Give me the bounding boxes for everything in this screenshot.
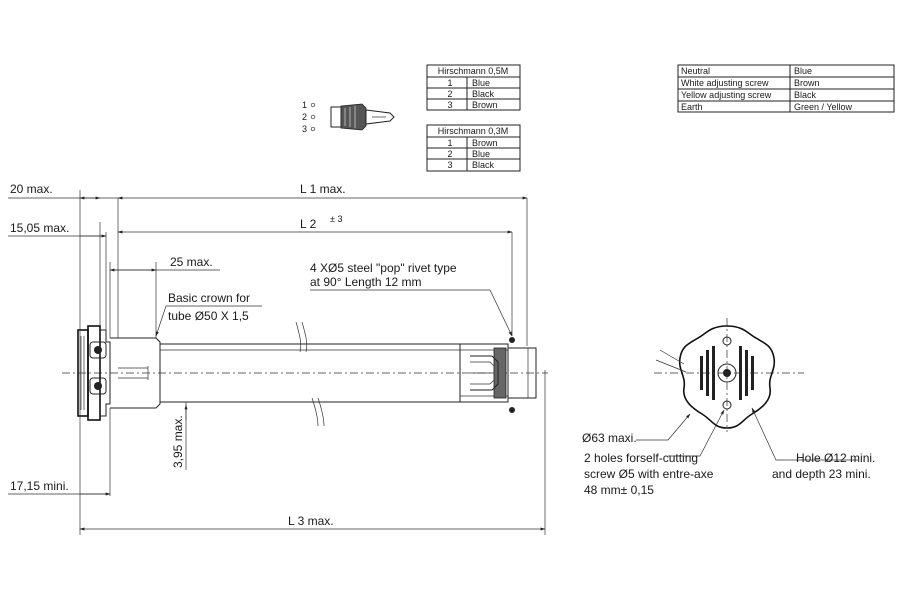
note-holes-line3: 48 mm± 0,15 [584, 483, 654, 497]
table-cell: Green / Yellow [794, 102, 853, 112]
dim-25-max: 25 max. [170, 255, 213, 269]
dim-17-15-mini: 17,15 mini. [10, 479, 69, 493]
table-cell: Yellow adjusting screw [681, 90, 772, 100]
table-cell: 2 [447, 149, 452, 159]
note-hole12-line2: and depth 23 mini. [772, 467, 871, 481]
end-view-ribs [700, 346, 754, 400]
screw-hole-top [722, 336, 732, 346]
table-cell: Black [472, 160, 495, 170]
table-cell: 1 [447, 78, 452, 88]
table-cell: Black [472, 89, 495, 99]
note-holes-line2: screw Ø5 with entre-axe [584, 467, 714, 481]
table-cell: Black [794, 90, 817, 100]
dim-20-max: 20 max. [10, 182, 53, 196]
table-cell: 3 [447, 160, 452, 170]
table-cell: Brown [472, 138, 498, 148]
motor-end-view [636, 318, 858, 461]
table-cell: White adjusting screw [681, 78, 769, 88]
dim-l3: L 3 max. [288, 514, 334, 528]
table-cell: Earth [681, 102, 703, 112]
note-crown-line1: Basic crown for [168, 291, 250, 305]
dimension-lines [8, 190, 546, 535]
dim-3-95-max: 3,95 max. [171, 415, 185, 468]
hirschmann-03-table: Hirschmann 0,3M 1 Brown 2 Blue 3 Black [426, 124, 521, 172]
table-cell: 3 [447, 100, 452, 110]
dim-15-05-max: 15,05 max. [10, 221, 69, 235]
connector-sketch: 1 2 3 [302, 100, 395, 134]
basic-crown [109, 337, 161, 409]
wire-color-table: Neutral Blue White adjusting screw Brown… [677, 64, 895, 113]
dim-l1: L 1 max. [300, 182, 346, 196]
note-rivet-line2: at 90° Length 12 mm [310, 275, 422, 289]
table-cell: Blue [472, 78, 490, 88]
table-cell: Brown [794, 78, 820, 88]
note-rivet-line1: 4 XØ5 steel "pop" rivet type [310, 261, 457, 275]
pin-label-3: 3 [302, 124, 307, 134]
table-cell: Brown [472, 100, 498, 110]
rivet-icon [509, 337, 515, 343]
table-cell: Blue [472, 149, 490, 159]
table-cell: 2 [447, 89, 452, 99]
dim-l2-tolerance: ± 3 [330, 214, 342, 224]
pin-label-2: 2 [302, 112, 307, 122]
table-cell: Blue [794, 66, 812, 76]
motor-tube [160, 321, 460, 427]
hirschmann-05-title: Hirschmann 0,5M [438, 66, 509, 76]
center-hole [717, 363, 737, 383]
note-crown-line2: tube Ø50 X 1,5 [168, 309, 249, 323]
drive-end [459, 337, 537, 413]
plug-icon [330, 103, 395, 131]
note-holes-line1: 2 holes forself-cutting [584, 451, 698, 465]
table-cell: Neutral [681, 66, 710, 76]
motor-head [77, 325, 111, 421]
pin-label-1: 1 [302, 100, 307, 110]
table-cell: 1 [447, 138, 452, 148]
hirschmann-03-title: Hirschmann 0,3M [438, 126, 509, 136]
motor-side-view [62, 321, 548, 427]
dim-l2: L 2 [300, 217, 317, 231]
hirschmann-05-table: Hirschmann 0,5M 1 Blue 2 Black 3 Brown [426, 64, 521, 111]
note-diameter-63: Ø63 maxi. [582, 431, 637, 445]
screw-hole-bottom [722, 400, 732, 410]
rivet-icon [509, 407, 515, 413]
note-hole12-line1: Hole Ø12 mini. [796, 451, 875, 465]
